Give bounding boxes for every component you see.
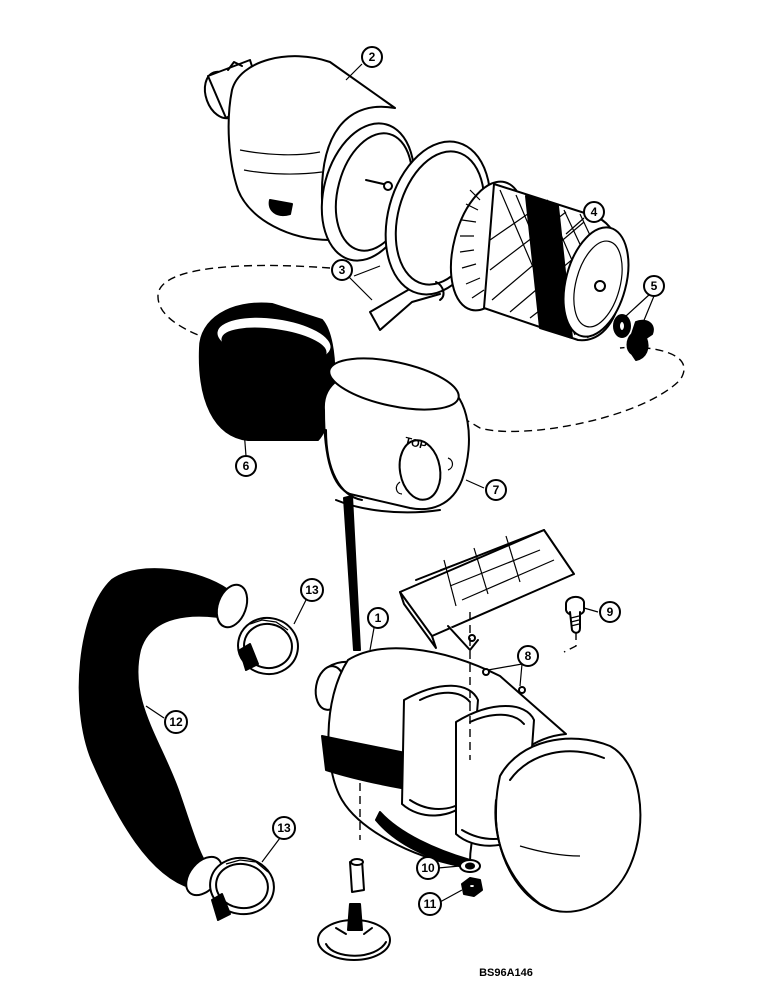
svg-text:8: 8 (525, 649, 532, 663)
hose-clamp-upper (237, 616, 299, 676)
callout-bubble-8: 8 (517, 645, 539, 667)
svg-text:11: 11 (424, 897, 437, 911)
leader-lines (145, 63, 655, 903)
callout-bubble-11: 11 (418, 892, 442, 916)
callout-bubble-5: 5 (643, 275, 665, 297)
filter-element (449, 180, 630, 342)
svg-text:6: 6 (243, 459, 250, 473)
callout-bubble-2: 2 (361, 46, 383, 68)
cleaner-cover: TOP (322, 357, 470, 651)
precleaner-sleeve (198, 302, 336, 441)
svg-text:5: 5 (651, 279, 658, 293)
svg-text:1: 1 (375, 611, 382, 625)
flat-washer (459, 859, 481, 873)
callout-bubble-10: 10 (416, 856, 440, 880)
callout-bubble-1: 1 (367, 607, 389, 629)
washer-and-wing-nut (613, 314, 654, 361)
callout-bubble-7: 7 (485, 479, 507, 501)
svg-text:13: 13 (277, 821, 291, 835)
bolt-path-line (563, 632, 577, 653)
cover-top-stamp: TOP (403, 435, 428, 452)
svg-text:2: 2 (369, 50, 376, 64)
svg-text:10: 10 (421, 861, 435, 875)
callout-bubble-6: 6 (235, 455, 257, 477)
callout-bubble-13-lower: 13 (272, 816, 296, 840)
svg-text:12: 12 (169, 715, 183, 729)
callout-bubble-9: 9 (599, 601, 621, 623)
callout-bubble-13-upper: 13 (300, 578, 324, 602)
intake-hose (78, 568, 249, 897)
mounting-bracket (399, 529, 575, 651)
svg-text:7: 7 (493, 483, 500, 497)
callout-bubble-3: 3 (331, 259, 353, 281)
svg-text:9: 9 (607, 605, 614, 619)
bolt (563, 596, 585, 653)
svg-text:3: 3 (339, 263, 346, 277)
hex-nut (461, 877, 483, 897)
svg-text:4: 4 (591, 205, 598, 219)
hose-clamp-lower (209, 856, 275, 921)
lower-air-cleaner-housing (314, 647, 642, 913)
callout-bubble-4: 4 (583, 201, 605, 223)
callout-bubble-12: 12 (164, 710, 188, 734)
svg-text:13: 13 (305, 583, 319, 597)
dust-ejector-valve (317, 858, 391, 961)
figure-reference-code: BS96A146 (479, 967, 533, 979)
